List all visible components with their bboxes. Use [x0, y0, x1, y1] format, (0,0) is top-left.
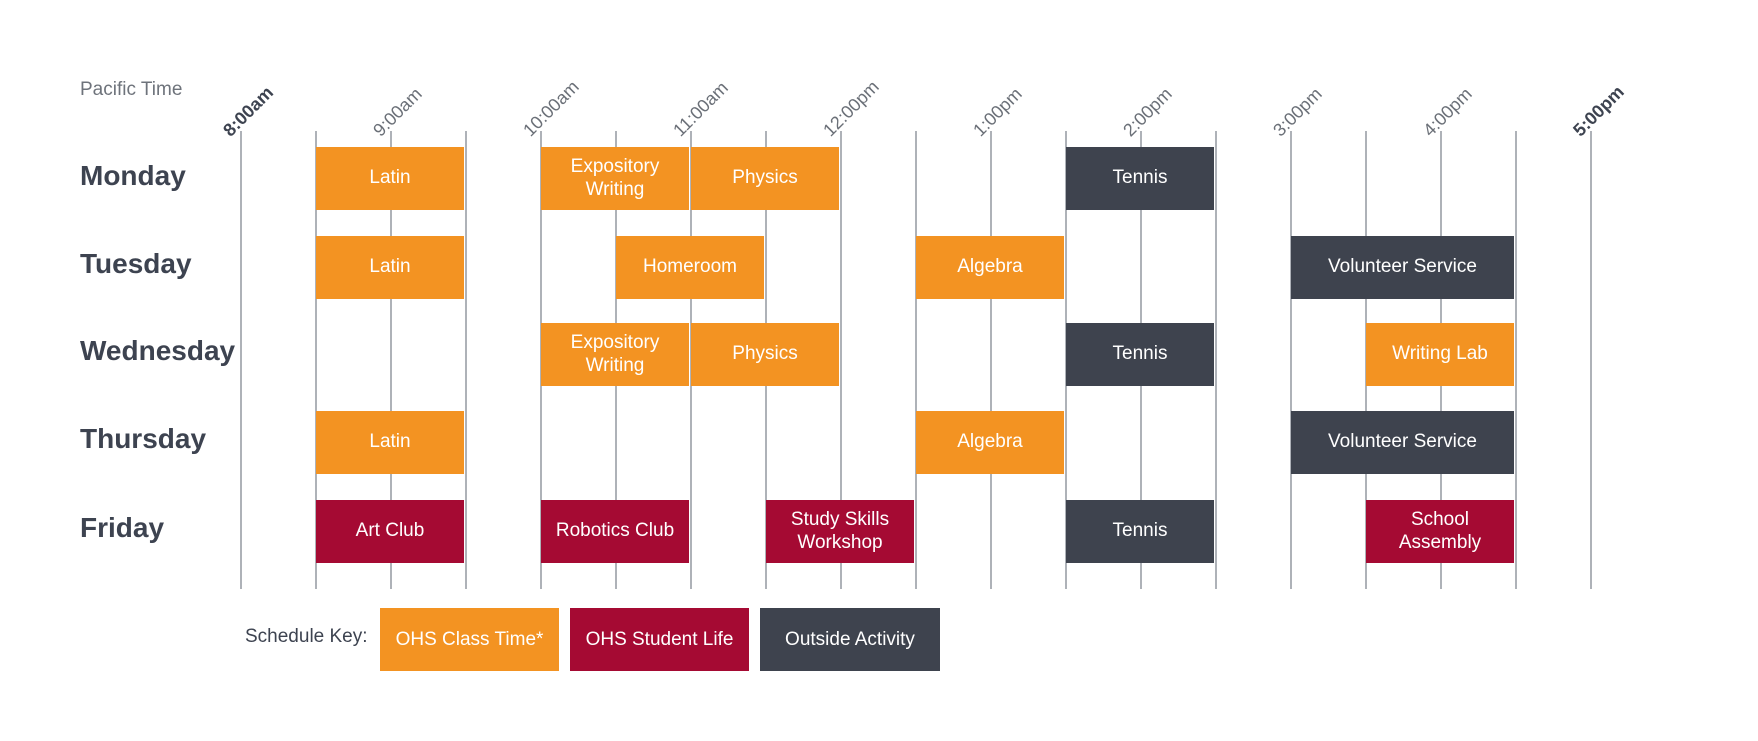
day-label-thursday: Thursday: [80, 423, 207, 454]
event-block: Study Skills Workshop: [766, 500, 914, 563]
gridline: [465, 131, 467, 589]
time-tick-label: 8:00am: [219, 82, 278, 141]
event-block: Writing Lab: [1366, 323, 1514, 386]
gridline: [1290, 131, 1292, 589]
day-label-friday: Friday: [80, 512, 165, 543]
event-block: Volunteer Service: [1291, 236, 1514, 299]
gridline: [315, 131, 317, 589]
time-tick-label: 10:00am: [519, 76, 583, 141]
event-label: Expository Writing: [570, 155, 660, 200]
event-label: Robotics Club: [555, 520, 675, 542]
event-label: Physics: [732, 343, 798, 365]
event-label: Writing Lab: [1392, 343, 1488, 365]
event-label: Algebra: [957, 431, 1023, 453]
day-label-monday: Monday: [80, 160, 186, 191]
event-block: Algebra: [916, 236, 1064, 299]
gridline: [1065, 131, 1067, 589]
event-block: Latin: [316, 147, 464, 210]
gridline: [840, 131, 842, 589]
gridline: [390, 131, 392, 589]
gridline: [1515, 131, 1517, 589]
key-item-outside: Outside Activity: [760, 608, 940, 671]
schedule-key-label: Schedule Key:: [245, 626, 368, 647]
event-block: Tennis: [1066, 500, 1214, 563]
event-label: Physics: [732, 167, 798, 189]
time-tick-label: 2:00pm: [1119, 83, 1176, 141]
event-label: Homeroom: [643, 256, 737, 278]
event-block: Expository Writing: [541, 147, 689, 210]
time-tick-label: 4:00pm: [1419, 83, 1476, 141]
event-label: Expository Writing: [570, 331, 660, 376]
key-item-class: OHS Class Time*: [380, 608, 559, 671]
event-block: Homeroom: [616, 236, 764, 299]
event-block: Latin: [316, 236, 464, 299]
event-block: Volunteer Service: [1291, 411, 1514, 474]
event-label: Art Club: [355, 520, 425, 542]
gridline: [915, 131, 917, 589]
event-block: School Assembly: [1366, 500, 1514, 563]
event-label: Tennis: [1112, 520, 1168, 542]
gridline: [1365, 131, 1367, 589]
event-label: School Assembly: [1398, 508, 1482, 553]
event-block: Tennis: [1066, 323, 1214, 386]
event-block: Physics: [691, 323, 839, 386]
event-label: Volunteer Service: [1328, 431, 1477, 453]
event-block: Expository Writing: [541, 323, 689, 386]
gridline: [240, 131, 242, 589]
event-label: Latin: [369, 431, 411, 453]
day-label-tuesday: Tuesday: [80, 248, 192, 279]
event-block: Latin: [316, 411, 464, 474]
event-label: Latin: [369, 167, 411, 189]
gridline: [690, 131, 692, 589]
event-label: Tennis: [1112, 343, 1168, 365]
event-block: Algebra: [916, 411, 1064, 474]
key-item-student-life: OHS Student Life: [570, 608, 749, 671]
gridline: [990, 131, 992, 589]
time-tick-label: 3:00pm: [1269, 83, 1326, 141]
event-label: Volunteer Service: [1328, 256, 1477, 278]
event-label: Latin: [369, 256, 411, 278]
time-tick-label: 11:00am: [669, 77, 732, 141]
event-block: Art Club: [316, 500, 464, 563]
time-tick-label: 1:00pm: [969, 83, 1026, 141]
gridline: [540, 131, 542, 589]
event-block: Robotics Club: [541, 500, 689, 563]
event-block: Physics: [691, 147, 839, 210]
event-label: Tennis: [1112, 167, 1168, 189]
time-tick-label: 5:00pm: [1569, 81, 1628, 141]
timezone-label: Pacific Time: [80, 79, 183, 100]
gridline: [1590, 131, 1592, 589]
time-tick-label: 9:00am: [369, 83, 426, 141]
time-tick-label: 12:00pm: [819, 76, 883, 141]
gridline: [1215, 131, 1217, 589]
event-label: Algebra: [957, 256, 1023, 278]
day-label-wednesday: Wednesday: [80, 335, 236, 366]
event-block: Tennis: [1066, 147, 1214, 210]
event-label: Study Skills Workshop: [790, 508, 890, 553]
